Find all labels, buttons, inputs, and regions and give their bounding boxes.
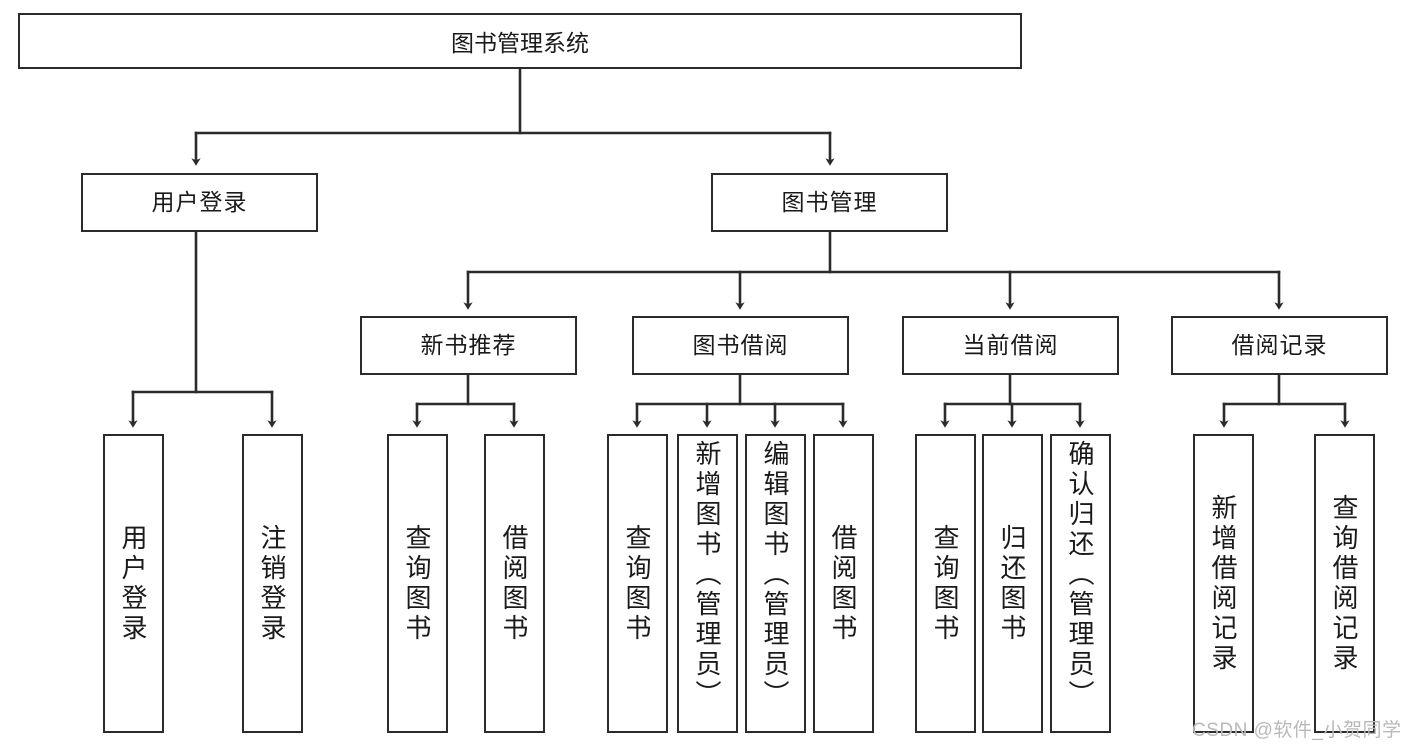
node-label: 用户登录	[118, 523, 148, 644]
node-label: 编辑图书（管理员）	[760, 440, 790, 710]
node-label: 归还图书	[997, 523, 1027, 644]
node-label: 查询图书	[622, 523, 652, 644]
leaf-record-query-borrow-record[interactable]: 查询借阅记录	[1314, 434, 1375, 733]
leaf-current-query-book[interactable]: 查询图书	[915, 434, 976, 733]
leaf-user-login-signin[interactable]: 用户登录	[103, 434, 164, 733]
leaf-borrow-borrow-book[interactable]: 借阅图书	[813, 434, 874, 733]
leaf-current-confirm-return-admin[interactable]: 确认归还（管理员）	[1050, 434, 1111, 733]
leaf-record-add-borrow-record[interactable]: 新增借阅记录	[1193, 434, 1254, 733]
node-label: 图书管理	[781, 188, 878, 215]
leaf-borrow-edit-book-admin[interactable]: 编辑图书（管理员）	[745, 434, 806, 733]
leaf-recommend-borrow-book[interactable]: 借阅图书	[484, 434, 545, 733]
leaf-recommend-query-book[interactable]: 查询图书	[387, 434, 448, 733]
leaf-current-return-book[interactable]: 归还图书	[982, 434, 1043, 733]
node-label: 用户登录	[151, 188, 248, 215]
csdn-watermark: CSDN @软件_小贺同学	[1192, 720, 1402, 741]
leaf-borrow-query-book[interactable]: 查询图书	[607, 434, 668, 733]
node-new-book-recommend[interactable]: 新书推荐	[360, 316, 577, 375]
node-label: 确认归还（管理员）	[1065, 440, 1095, 710]
node-label: 当前借阅	[962, 331, 1059, 358]
node-borrow-record[interactable]: 借阅记录	[1171, 316, 1388, 375]
node-label: 借阅记录	[1231, 331, 1328, 358]
node-book-management[interactable]: 图书管理	[711, 173, 948, 232]
node-label: 注销登录	[257, 523, 287, 644]
node-label: 借阅图书	[499, 523, 529, 644]
node-current-borrow[interactable]: 当前借阅	[902, 316, 1119, 375]
node-label: 图书管理系统	[451, 30, 589, 56]
node-label: 查询图书	[402, 523, 432, 644]
node-book-borrow[interactable]: 图书借阅	[632, 316, 849, 375]
leaf-user-login-signout[interactable]: 注销登录	[242, 434, 303, 733]
node-label: 新增借阅记录	[1208, 493, 1238, 674]
node-label: 查询图书	[930, 523, 960, 644]
node-label: 新增图书（管理员）	[692, 440, 722, 710]
node-label: 图书借阅	[692, 331, 789, 358]
node-user-login[interactable]: 用户登录	[81, 173, 318, 232]
node-label: 借阅图书	[828, 523, 858, 644]
node-root-system[interactable]: 图书管理系统	[18, 13, 1022, 69]
node-label: 查询借阅记录	[1329, 493, 1359, 674]
node-label: 新书推荐	[420, 331, 517, 358]
leaf-borrow-add-book-admin[interactable]: 新增图书（管理员）	[677, 434, 738, 733]
